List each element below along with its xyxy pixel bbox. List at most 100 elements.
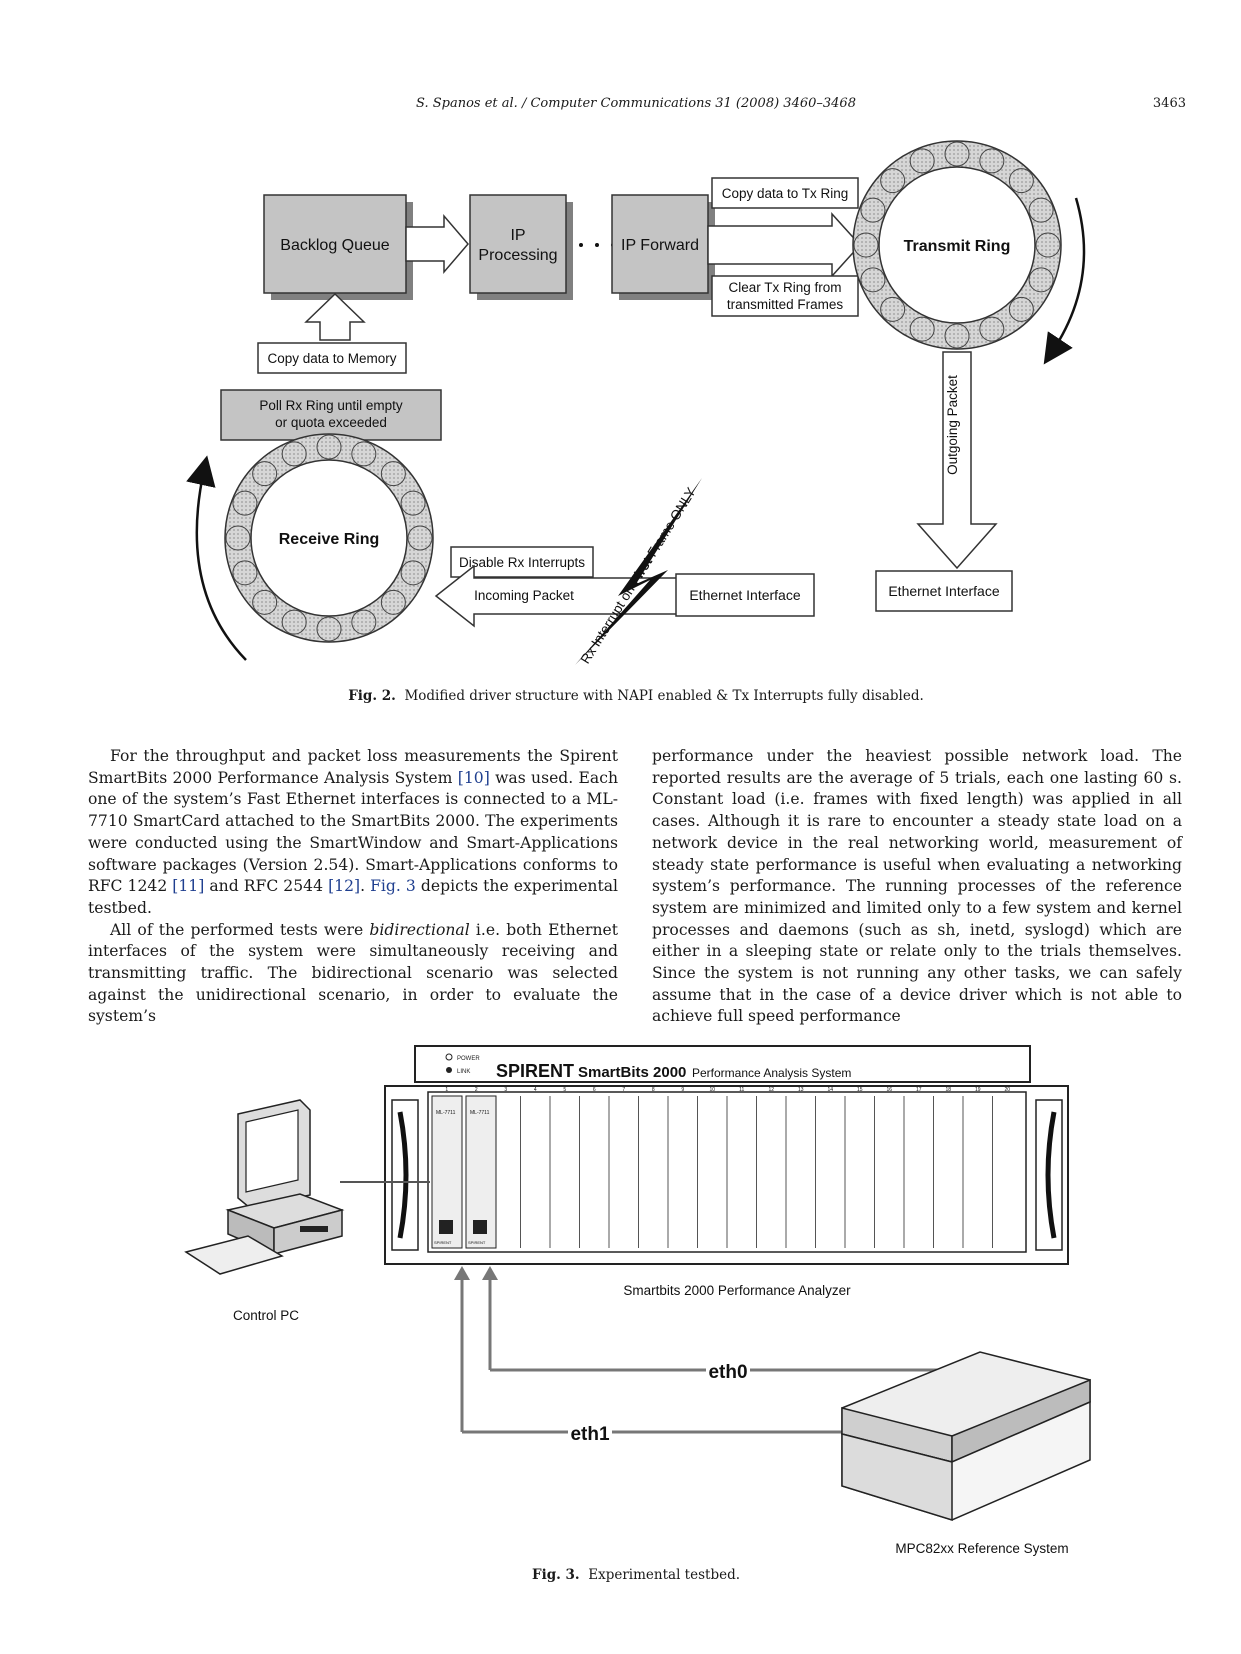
ring-bead (232, 560, 258, 586)
card-label-1: ML-7711 (436, 1110, 456, 1116)
receive-ring: Receive Ring (224, 433, 434, 643)
ring-bead (351, 441, 377, 467)
slot-number: 14 (827, 1087, 833, 1093)
slot-number: 9 (681, 1087, 684, 1093)
eth1-label: eth1 (570, 1424, 610, 1445)
eth0-label: eth0 (708, 1362, 747, 1383)
control-pc-computer-icon (184, 1099, 345, 1275)
ring-bead (853, 232, 879, 258)
slot-number: 12 (768, 1087, 774, 1093)
figure-3-diagram: POWER LINK SPIRENT SmartBits 2000 Perfor… (184, 1045, 1091, 1556)
ring-bead (979, 148, 1005, 174)
slot-number: 1 (445, 1087, 448, 1093)
arrow-forward-to-tx (707, 212, 862, 278)
reference-system-label: MPC82xx Reference System (895, 1541, 1068, 1556)
body-column-left: For the throughput and packet loss measu… (88, 746, 618, 1028)
analyzer-label: Smartbits 2000 Performance Analyzer (623, 1283, 851, 1298)
slot-number: 15 (857, 1087, 863, 1093)
figure-3-caption: Fig. 3. Experimental testbed. (86, 1567, 1186, 1583)
svg-text:Processing: Processing (478, 247, 557, 264)
ring-bead (1028, 197, 1054, 223)
ring-bead (380, 461, 406, 487)
ring-bead (979, 316, 1005, 342)
figure-2-caption: Fig. 2. Modified driver structure with N… (86, 688, 1186, 704)
svg-text:Copy data to Tx Ring: Copy data to Tx Ring (722, 186, 849, 201)
ring-bead (1008, 296, 1034, 322)
ring-bead (1008, 168, 1034, 194)
slot-number: 8 (652, 1087, 655, 1093)
citation-link-11[interactable]: [11] (172, 877, 205, 896)
slot-number: 20 (1004, 1087, 1010, 1093)
slot-number: 2 (475, 1087, 478, 1093)
ring-bead (380, 589, 406, 615)
copy-to-memory-box: Copy data to Memory (257, 342, 407, 374)
power-label: POWER (457, 1056, 480, 1062)
ip-forward-box: IP Forward (611, 194, 715, 300)
ring-bead (860, 197, 886, 223)
right-paragraph-1: performance under the heaviest possible … (652, 747, 1182, 1026)
ring-bead (944, 141, 970, 167)
left-paragraph-1: For the throughput and packet loss measu… (88, 747, 619, 917)
slot-number: 5 (563, 1087, 566, 1093)
backlog-queue-box: Backlog Queue (263, 194, 413, 300)
smartbits-chassis: POWER LINK SPIRENT SmartBits 2000 Perfor… (384, 1045, 1069, 1265)
journal-citation: S. Spanos et al. / Computer Communicatio… (416, 96, 856, 111)
page-number: 3463 (1152, 96, 1186, 111)
body-column-right: performance under the heaviest possible … (652, 746, 1182, 1028)
svg-text:Disable Rx Interrupts: Disable Rx Interrupts (459, 555, 585, 570)
transmit-ring-direction-arrow (1043, 197, 1086, 365)
ring-bead (400, 560, 426, 586)
running-head: S. Spanos et al. / Computer Communicatio… (86, 96, 1186, 120)
ring-bead (281, 609, 307, 635)
arrow-backlog-to-ip (405, 213, 469, 275)
ring-bead (880, 296, 906, 322)
figure-2-caption-text: Modified driver structure with NAPI enab… (404, 688, 924, 704)
copy-to-tx-box: Copy data to Tx Ring (711, 177, 859, 209)
outgoing-packet-arrow (916, 351, 998, 570)
ring-bead (252, 461, 278, 487)
ring-bead (400, 490, 426, 516)
left-paragraph-2: All of the performed tests were bidirect… (88, 920, 618, 1026)
svg-text:IP: IP (510, 227, 525, 244)
citation-link-10[interactable]: [10] (457, 768, 490, 787)
receive-ring-direction-arrow (186, 455, 247, 661)
slot-number: 6 (593, 1087, 596, 1093)
clear-tx-box: Clear Tx Ring from transmitted Frames (711, 275, 859, 317)
card-brand-2: SPIRENT (468, 1240, 486, 1245)
ip-processing-box: IP Processing (469, 194, 573, 300)
slot-number: 10 (709, 1087, 715, 1093)
transmit-ring: Transmit Ring (852, 140, 1062, 350)
ring-bead (351, 609, 377, 635)
eth-cables (454, 1266, 996, 1434)
slot-number: 11 (739, 1087, 744, 1093)
slot-number: 13 (798, 1087, 804, 1093)
ring-bead (232, 490, 258, 516)
svg-text:transmitted Frames: transmitted Frames (727, 297, 844, 312)
ring-bead (860, 267, 886, 293)
figure-3-caption-label: Fig. 3. (531, 1567, 580, 1583)
figure-3-link[interactable]: Fig. 3 (370, 877, 416, 896)
svg-text:Poll Rx Ring until empty: Poll Rx Ring until empty (259, 398, 403, 413)
card-brand-1: SPIRENT (434, 1240, 452, 1245)
svg-text:IP Forward: IP Forward (621, 237, 699, 254)
incoming-packet-arrow (434, 564, 681, 628)
svg-text:Ethernet Interface: Ethernet Interface (689, 587, 801, 603)
incoming-packet-label: Incoming Packet (474, 588, 574, 603)
slot-number: 17 (916, 1087, 922, 1093)
svg-text:or quota exceeded: or quota exceeded (275, 415, 387, 430)
ring-bead (880, 168, 906, 194)
ring-bead (316, 616, 342, 642)
slot-number: 4 (534, 1087, 537, 1093)
slot-number: 16 (886, 1087, 892, 1093)
ring-bead (1035, 232, 1061, 258)
card-label-2: ML-7711 (470, 1110, 490, 1116)
figure-2-diagram: Backlog Queue IP Processing IP Forward C… (186, 140, 1086, 666)
outgoing-packet-label: Outgoing Packet (945, 375, 960, 475)
figure-2-caption-label: Fig. 2. (348, 688, 396, 704)
svg-text:Transmit Ring: Transmit Ring (904, 238, 1011, 255)
slot-number: 3 (504, 1087, 507, 1093)
slot-number: 7 (622, 1087, 625, 1093)
citation-link-12[interactable]: [12] (328, 877, 361, 896)
ellipsis-dots (579, 243, 615, 247)
ring-bead (281, 441, 307, 467)
